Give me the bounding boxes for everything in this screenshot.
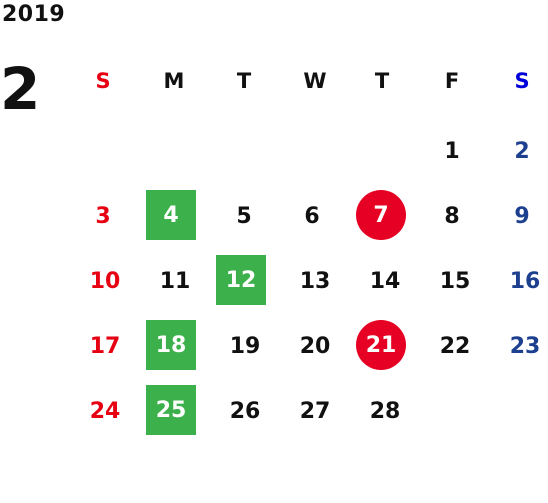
day-cell-marked[interactable]: 21 xyxy=(356,320,406,370)
day-cell[interactable]: 1 xyxy=(444,138,460,164)
weekday-thursday: T xyxy=(374,69,390,93)
day-cell[interactable]: 27 xyxy=(299,398,331,424)
day-cell[interactable]: 24 xyxy=(89,398,121,424)
weekday-wednesday: W xyxy=(303,69,327,93)
day-cell[interactable]: 6 xyxy=(304,203,320,229)
day-cell[interactable]: 28 xyxy=(369,398,401,424)
weekday-sunday: S xyxy=(95,69,111,93)
day-cell[interactable]: 17 xyxy=(89,333,121,359)
day-cell[interactable]: 19 xyxy=(229,333,261,359)
day-cell[interactable]: 26 xyxy=(229,398,261,424)
day-cell[interactable]: 10 xyxy=(89,268,121,294)
day-cell[interactable]: 20 xyxy=(299,333,331,359)
day-cell-highlighted[interactable]: 18 xyxy=(146,320,196,370)
day-cell-marked[interactable]: 7 xyxy=(356,190,406,240)
day-cell[interactable]: 15 xyxy=(439,268,471,294)
day-cell[interactable]: 9 xyxy=(514,203,530,229)
day-cell-highlighted[interactable]: 12 xyxy=(216,255,266,305)
day-cell[interactable]: 13 xyxy=(299,268,331,294)
calendar-month: 2 xyxy=(0,55,41,123)
day-cell[interactable]: 14 xyxy=(369,268,401,294)
day-cell[interactable]: 22 xyxy=(439,333,471,359)
day-cell[interactable]: 8 xyxy=(444,203,460,229)
day-cell-highlighted[interactable]: 4 xyxy=(146,190,196,240)
weekday-tuesday: T xyxy=(236,69,252,93)
day-cell[interactable]: 3 xyxy=(95,203,111,229)
day-cell[interactable]: 2 xyxy=(514,138,530,164)
calendar-year: 2019 xyxy=(2,2,66,27)
weekday-monday: M xyxy=(163,69,185,93)
day-cell-highlighted[interactable]: 25 xyxy=(146,385,196,435)
day-cell[interactable]: 23 xyxy=(509,333,541,359)
weekday-saturday: S xyxy=(514,69,530,93)
day-cell[interactable]: 16 xyxy=(509,268,541,294)
weekday-friday: F xyxy=(444,69,460,93)
day-cell[interactable]: 11 xyxy=(159,268,191,294)
day-cell[interactable]: 5 xyxy=(236,203,252,229)
